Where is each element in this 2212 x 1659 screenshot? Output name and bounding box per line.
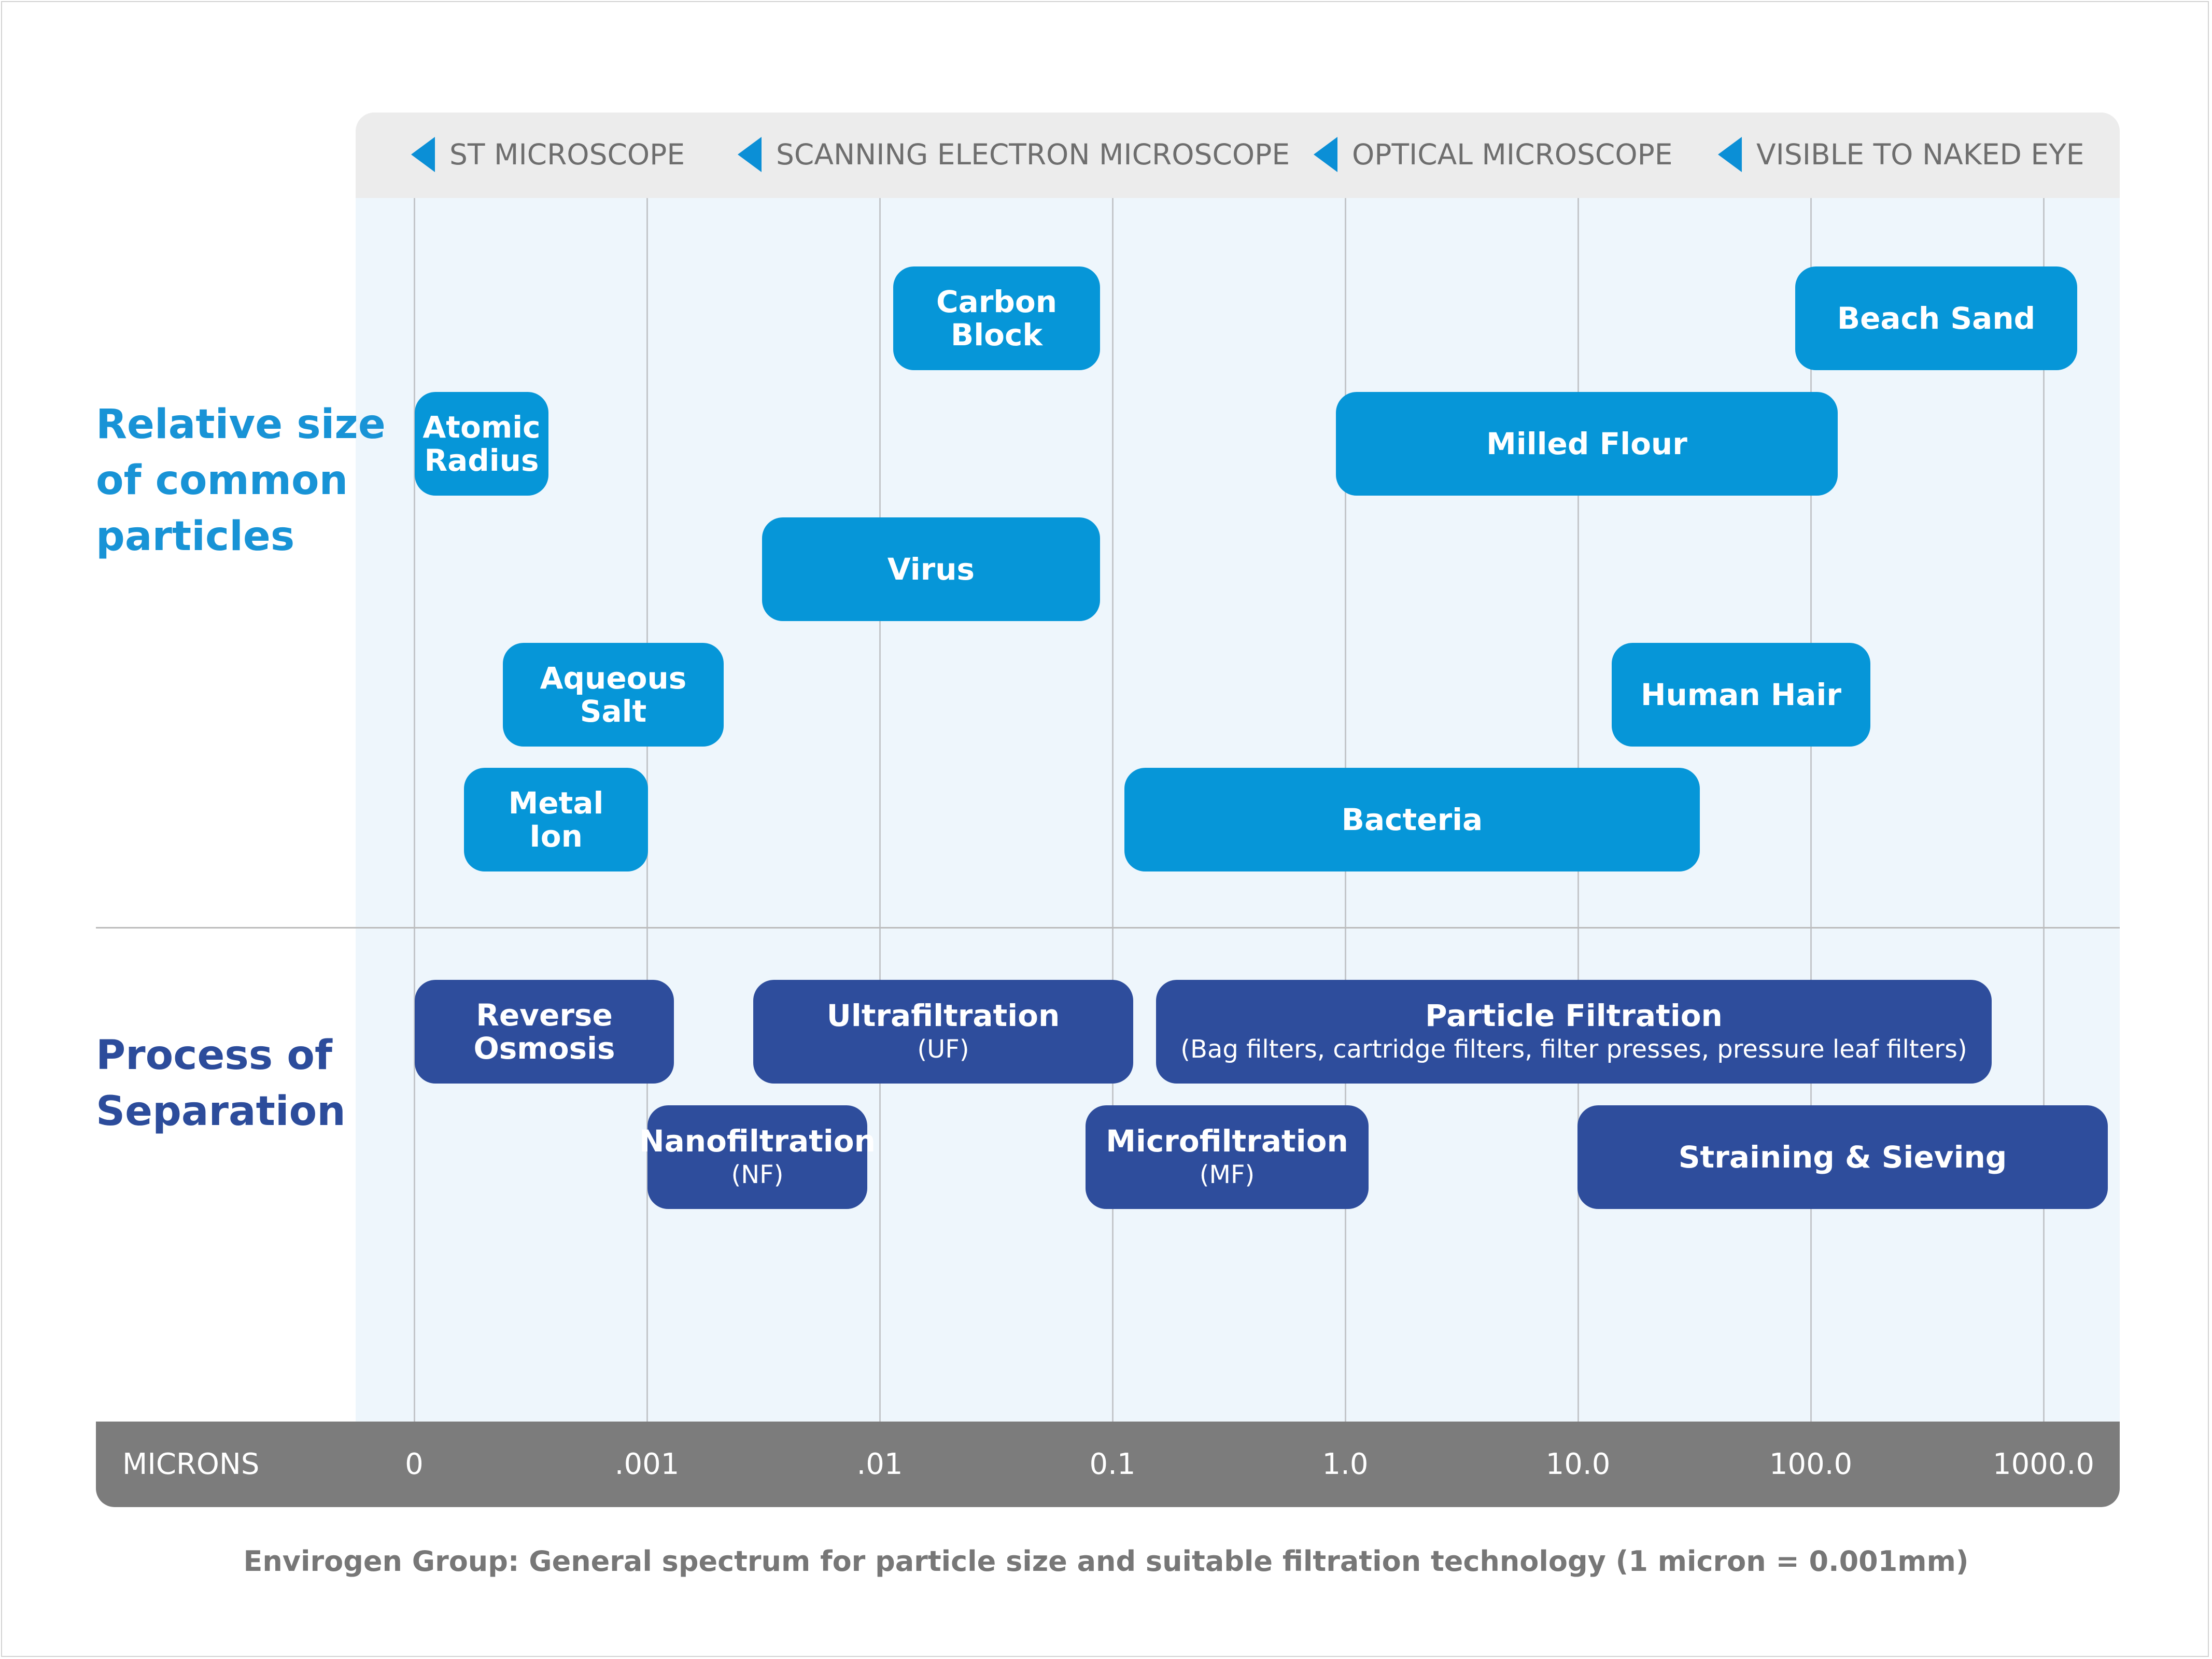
section-divider xyxy=(96,927,2120,929)
process-microfiltration: Microfiltration (MF) xyxy=(1086,1105,1369,1209)
process-sublabel: (MF) xyxy=(1199,1160,1255,1189)
microscope-label: ST MICROSCOPE xyxy=(449,138,685,171)
microscope-st: ST MICROSCOPE xyxy=(411,134,685,175)
microscope-naked-eye: VISIBLE TO NAKED EYE xyxy=(1718,134,2084,175)
gridline-1000 xyxy=(2043,198,2045,1422)
microscope-header xyxy=(356,113,2120,198)
axis-tick: .001 xyxy=(614,1447,680,1481)
axis-title: MICRONS xyxy=(122,1447,260,1481)
process-label: Ultrafiltration xyxy=(826,998,1060,1033)
gridline-100 xyxy=(1810,198,1812,1422)
process-ultrafiltration: Ultrafiltration (UF) xyxy=(753,980,1133,1084)
left-triangle-icon xyxy=(411,137,435,172)
particle-carbon-block: Carbon Block xyxy=(893,266,1100,370)
particles-section-heading: Relative size of common particles xyxy=(96,401,386,560)
particle-label: Bacteria xyxy=(1341,802,1483,837)
process-label: Nanofiltration xyxy=(639,1123,876,1159)
particle-virus: Virus xyxy=(762,517,1100,621)
axis-tick: 1000.0 xyxy=(1993,1447,2094,1481)
microscope-sem: SCANNING ELECTRON MICROSCOPE xyxy=(738,134,1290,175)
particle-label: Milled Flour xyxy=(1486,426,1687,461)
axis-tick: 100.0 xyxy=(1769,1447,1853,1481)
particle-aqueous-salt: Aqueous Salt xyxy=(503,643,724,747)
particle-label: Virus xyxy=(887,552,975,587)
process-section-heading: Process of Separation xyxy=(96,1032,346,1135)
process-sublabel: (NF) xyxy=(731,1160,784,1189)
microscope-label: VISIBLE TO NAKED EYE xyxy=(1756,138,2084,171)
microscope-label: SCANNING ELECTRON MICROSCOPE xyxy=(776,138,1290,171)
process-sublabel: (UF) xyxy=(917,1035,969,1064)
process-label: Straining & Sieving xyxy=(1678,1140,2007,1175)
particle-beach-sand: Beach Sand xyxy=(1795,266,2077,370)
axis-tick: 1.0 xyxy=(1322,1447,1369,1481)
process-particle-filtration: Particle Filtration (Bag filters, cartri… xyxy=(1156,980,1992,1084)
particle-label: Human Hair xyxy=(1640,677,1842,712)
particle-label: Metal Ion xyxy=(508,785,604,854)
left-triangle-icon xyxy=(738,137,762,172)
process-label: Reverse Osmosis xyxy=(473,997,615,1066)
particle-bacteria: Bacteria xyxy=(1124,768,1700,871)
axis-tick: 10.0 xyxy=(1545,1447,1611,1481)
particle-metal-ion: Metal Ion xyxy=(464,768,648,871)
gridline-0 xyxy=(414,198,415,1422)
left-triangle-icon xyxy=(1314,137,1337,172)
axis-tick: 0.1 xyxy=(1089,1447,1136,1481)
particle-label: Carbon Block xyxy=(936,284,1057,353)
gridline-01 xyxy=(1112,198,1114,1422)
axis-tick: 0 xyxy=(405,1447,424,1481)
left-triangle-icon xyxy=(1718,137,1742,172)
gridline-001 xyxy=(879,198,881,1422)
particle-milled-flour: Milled Flour xyxy=(1336,392,1838,496)
microscope-label: OPTICAL MICROSCOPE xyxy=(1352,138,1673,171)
caption: Envirogen Group: General spectrum for pa… xyxy=(243,1545,1969,1578)
process-sublabel: (Bag filters, cartridge filters, filter … xyxy=(1180,1035,1967,1064)
process-reverse-osmosis: Reverse Osmosis xyxy=(415,980,674,1084)
particle-label: Beach Sand xyxy=(1837,301,2036,336)
axis-tick: .01 xyxy=(856,1447,903,1481)
axis-bar xyxy=(96,1422,2120,1507)
microscope-optical: OPTICAL MICROSCOPE xyxy=(1314,134,1673,175)
process-straining-sieving: Straining & Sieving xyxy=(1577,1105,2108,1209)
particle-atomic-radius: Atomic Radius xyxy=(415,392,548,496)
process-label: Particle Filtration xyxy=(1425,998,1723,1033)
particle-label: Atomic Radius xyxy=(422,410,541,478)
process-label: Microfiltration xyxy=(1106,1123,1348,1159)
process-nanofiltration: Nanofiltration (NF) xyxy=(639,1105,876,1209)
particle-label: Aqueous Salt xyxy=(540,660,687,729)
particle-human-hair: Human Hair xyxy=(1612,643,1870,747)
